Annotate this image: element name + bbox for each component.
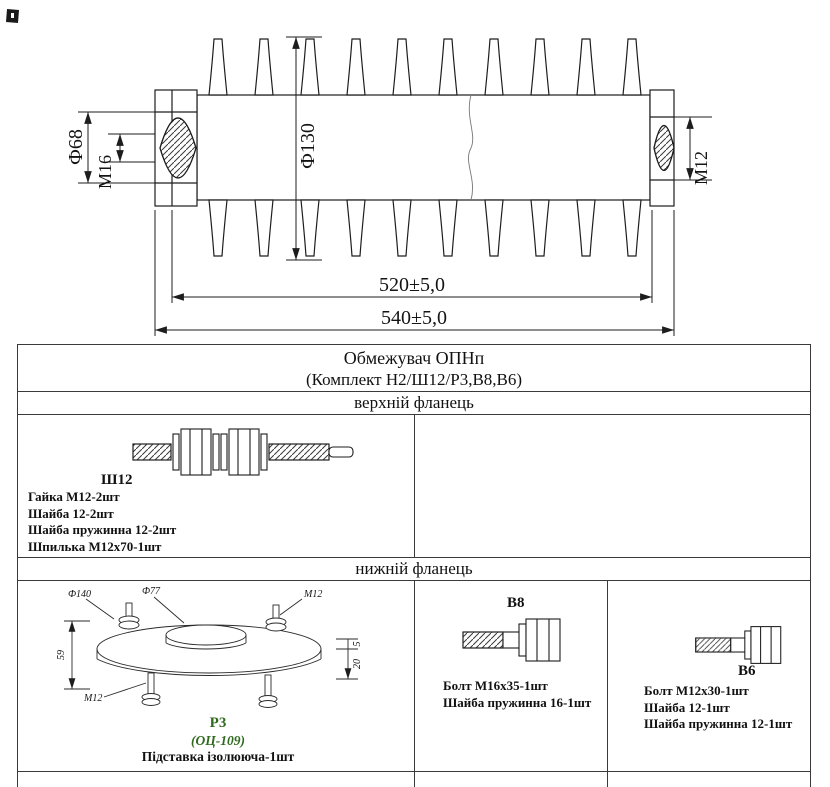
cell-upper-empty	[414, 415, 810, 557]
p3-dim-d77: Ф77	[142, 586, 161, 597]
cell-v6: В6 Болт М12х30-1шт Шайба 12-1шт Шайба пр…	[607, 581, 810, 771]
p3-dim-h59: 59	[56, 650, 67, 660]
sh12-stud-drawing	[132, 428, 354, 476]
p3-dim-m12-top: М12	[303, 589, 322, 600]
part-spec-line: Шайба пружинна 12-1шт	[644, 716, 793, 731]
lower-flange-header: нижній фланець	[18, 558, 810, 581]
part-spec-line: Шпилька М12х70-1шт	[28, 538, 162, 554]
dim-m16-label: М16	[95, 155, 115, 189]
dim-540-label: 540±5,0	[381, 307, 447, 329]
part-spec-line: Шайба пружинна 12-2шт	[28, 522, 177, 537]
p3-description: Підставка ізолююча-1шт	[141, 748, 295, 764]
arrester-body	[154, 38, 675, 257]
part-spec-line: Болт М12х30-1шт	[644, 683, 749, 698]
v8-bolt-drawing	[462, 618, 561, 662]
right-terminal-hatch	[653, 125, 675, 171]
part-spec-line: Шайба пружинна 16-1шт	[443, 694, 592, 710]
table-partial-row	[18, 772, 810, 787]
v6-bolt-drawing	[695, 626, 782, 664]
p3-dim-t5: 5	[352, 642, 363, 647]
p3-base-drawing: Ф140 Ф77 М12 59 М12 5 20	[56, 586, 363, 708]
scan-artifact-notch	[11, 13, 14, 18]
p3-sublabel: (ОЦ-109)	[191, 732, 245, 748]
part-spec-line: Шайба 12-1шт	[644, 699, 730, 715]
table-title: Обмежувач ОПНп (Комплект Н2/Ш12/Р3,В8,В6…	[18, 345, 810, 392]
upper-flange-row: Ш12 Гайка М12-2шт Шайба 12-2шт Шайба пру…	[18, 415, 810, 558]
p3-caption: Р3 (ОЦ-109) Підставка ізолююча-1шт	[73, 715, 363, 765]
p3-dim-d140: Ф140	[68, 589, 91, 600]
part-spec-line: Шайба 12-2шт	[28, 505, 114, 521]
dim-m12-label: М12	[691, 151, 711, 185]
dim-phi130-label: Ф130	[297, 123, 319, 169]
v6-label: В6	[738, 663, 756, 679]
partial-cell	[607, 772, 810, 787]
sh12-spec-lines: Гайка М12-2шт Шайба 12-2шт Шайба пружинн…	[28, 489, 176, 555]
part-spec-line: Гайка М12-2шт	[28, 489, 120, 504]
lower-flange-row: Ф140 Ф77 М12 59 М12 5 20 Р3 (ОЦ-109) Під…	[18, 581, 810, 772]
right-flange	[649, 89, 675, 207]
arrester-tube	[196, 94, 651, 201]
cell-p3: Ф140 Ф77 М12 59 М12 5 20 Р3 (ОЦ-109) Під…	[18, 581, 414, 771]
parts-table: Обмежувач ОПНп (Комплект Н2/Ш12/Р3,В8,В6…	[17, 344, 811, 787]
p3-dim-m12-bottom: М12	[83, 693, 102, 704]
part-spec-line: Болт М16х35-1шт	[443, 678, 548, 693]
dim-phi68-label: Ф68	[65, 129, 87, 165]
break-line	[468, 94, 474, 201]
dimensions	[78, 36, 712, 336]
p3-dim-t20: 20	[352, 659, 363, 669]
table-title-line2: (Комплект Н2/Ш12/Р3,В8,В6)	[305, 370, 523, 389]
v8-label: В8	[507, 595, 525, 611]
sh12-label: Ш12	[101, 472, 133, 488]
partial-cell	[414, 772, 607, 787]
table-title-line1: Обмежувач ОПНп	[343, 348, 485, 368]
cell-sh12: Ш12 Гайка М12-2шт Шайба 12-2шт Шайба пру…	[18, 415, 414, 557]
left-flange	[154, 89, 198, 207]
v8-spec-lines: Болт М16х35-1шт Шайба пружинна 16-1шт	[443, 678, 591, 711]
left-terminal-hatch	[159, 117, 197, 179]
partial-cell	[18, 772, 414, 787]
p3-label: Р3	[209, 715, 227, 731]
dim-520-label: 520±5,0	[379, 274, 445, 296]
cell-v8: В8 Болт М16х35-1шт Шайба пружинна 16-1шт	[414, 581, 607, 771]
arrester-drawing: Ф68 М16 Ф130 М12 520±5,0 540±5,0	[6, 9, 712, 336]
upper-flange-header: верхній фланець	[18, 392, 810, 415]
v6-spec-lines: Болт М12х30-1шт Шайба 12-1шт Шайба пружи…	[644, 683, 792, 733]
